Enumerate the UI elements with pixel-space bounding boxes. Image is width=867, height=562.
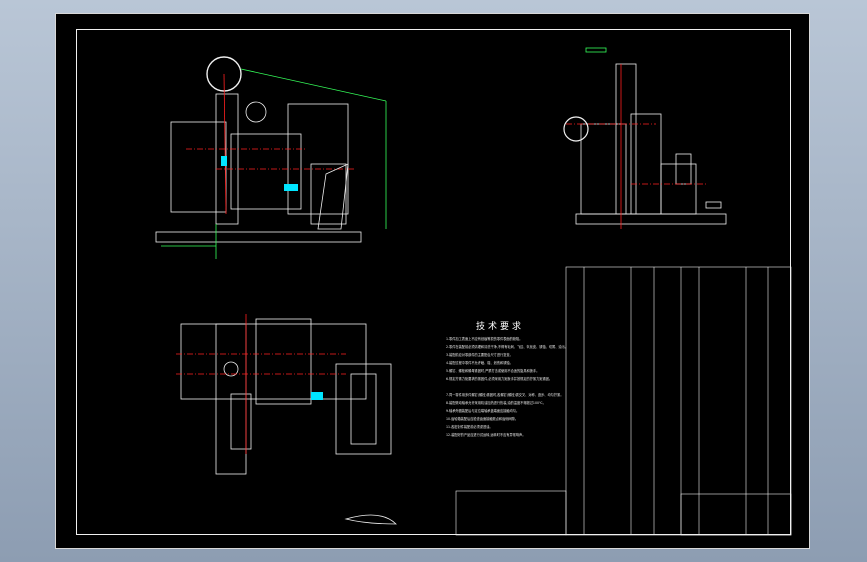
tech-note: 4.装配过程中零件不允许磕、碰、划伤和锈蚀。 xyxy=(446,361,513,365)
front-view xyxy=(155,56,387,259)
tech-note: 12.装配好的产品应进行试运转,运转时不应有异常响声。 xyxy=(446,433,526,437)
tech-note: 7.同一零件用多件螺钉(螺栓)紧固时,各螺钉(螺栓)需交叉、对称、逐步、均匀拧紧… xyxy=(446,393,564,397)
tech-note: 2.零件在装配前必须清理和清洗干净,不得有毛刺、飞边、氧化皮、锈蚀、切屑、油污。 xyxy=(446,345,568,349)
cad-drawing xyxy=(155,47,792,536)
tech-requirements-title: 技术要求 xyxy=(475,322,524,332)
tech-note: 5.螺钉、螺栓和螺母紧固时,严禁打击或使用不合适的旋具和扳手。 xyxy=(446,369,540,373)
tech-note: 10.齿轮箱装配后应检查齿面接触斑点和齿侧间隙。 xyxy=(446,417,519,421)
tech-note: 1.零件加工表面上不应有划痕等损伤零件表面的缺陷。 xyxy=(446,337,523,341)
tech-note: 11.各密封件装配前必须浸透油。 xyxy=(446,425,493,429)
tech-note: 9.轴承外圈装配后与定位端轴承盖端面应接触均匀。 xyxy=(446,409,520,413)
tech-note: 3.装配前应对零部件的主要配合尺寸进行复查。 xyxy=(446,353,513,357)
side-view xyxy=(563,47,727,229)
tech-note: 8.装配滚动轴承允许采用机油加热进行热装,油的温度不得超过100℃。 xyxy=(446,401,546,405)
section-view xyxy=(176,314,397,525)
parts-list xyxy=(455,266,792,536)
tech-note: 6.规定拧紧力矩要求的紧固件,必须采用力矩扳手并按规定的拧紧力矩紧固。 xyxy=(446,377,553,381)
drawing-sheet: 技术要求 1.零件加工表面上不应有划痕等损伤零件表面的缺陷。 2.零件在装配前必… xyxy=(55,13,810,549)
drawing-frame xyxy=(76,29,791,535)
